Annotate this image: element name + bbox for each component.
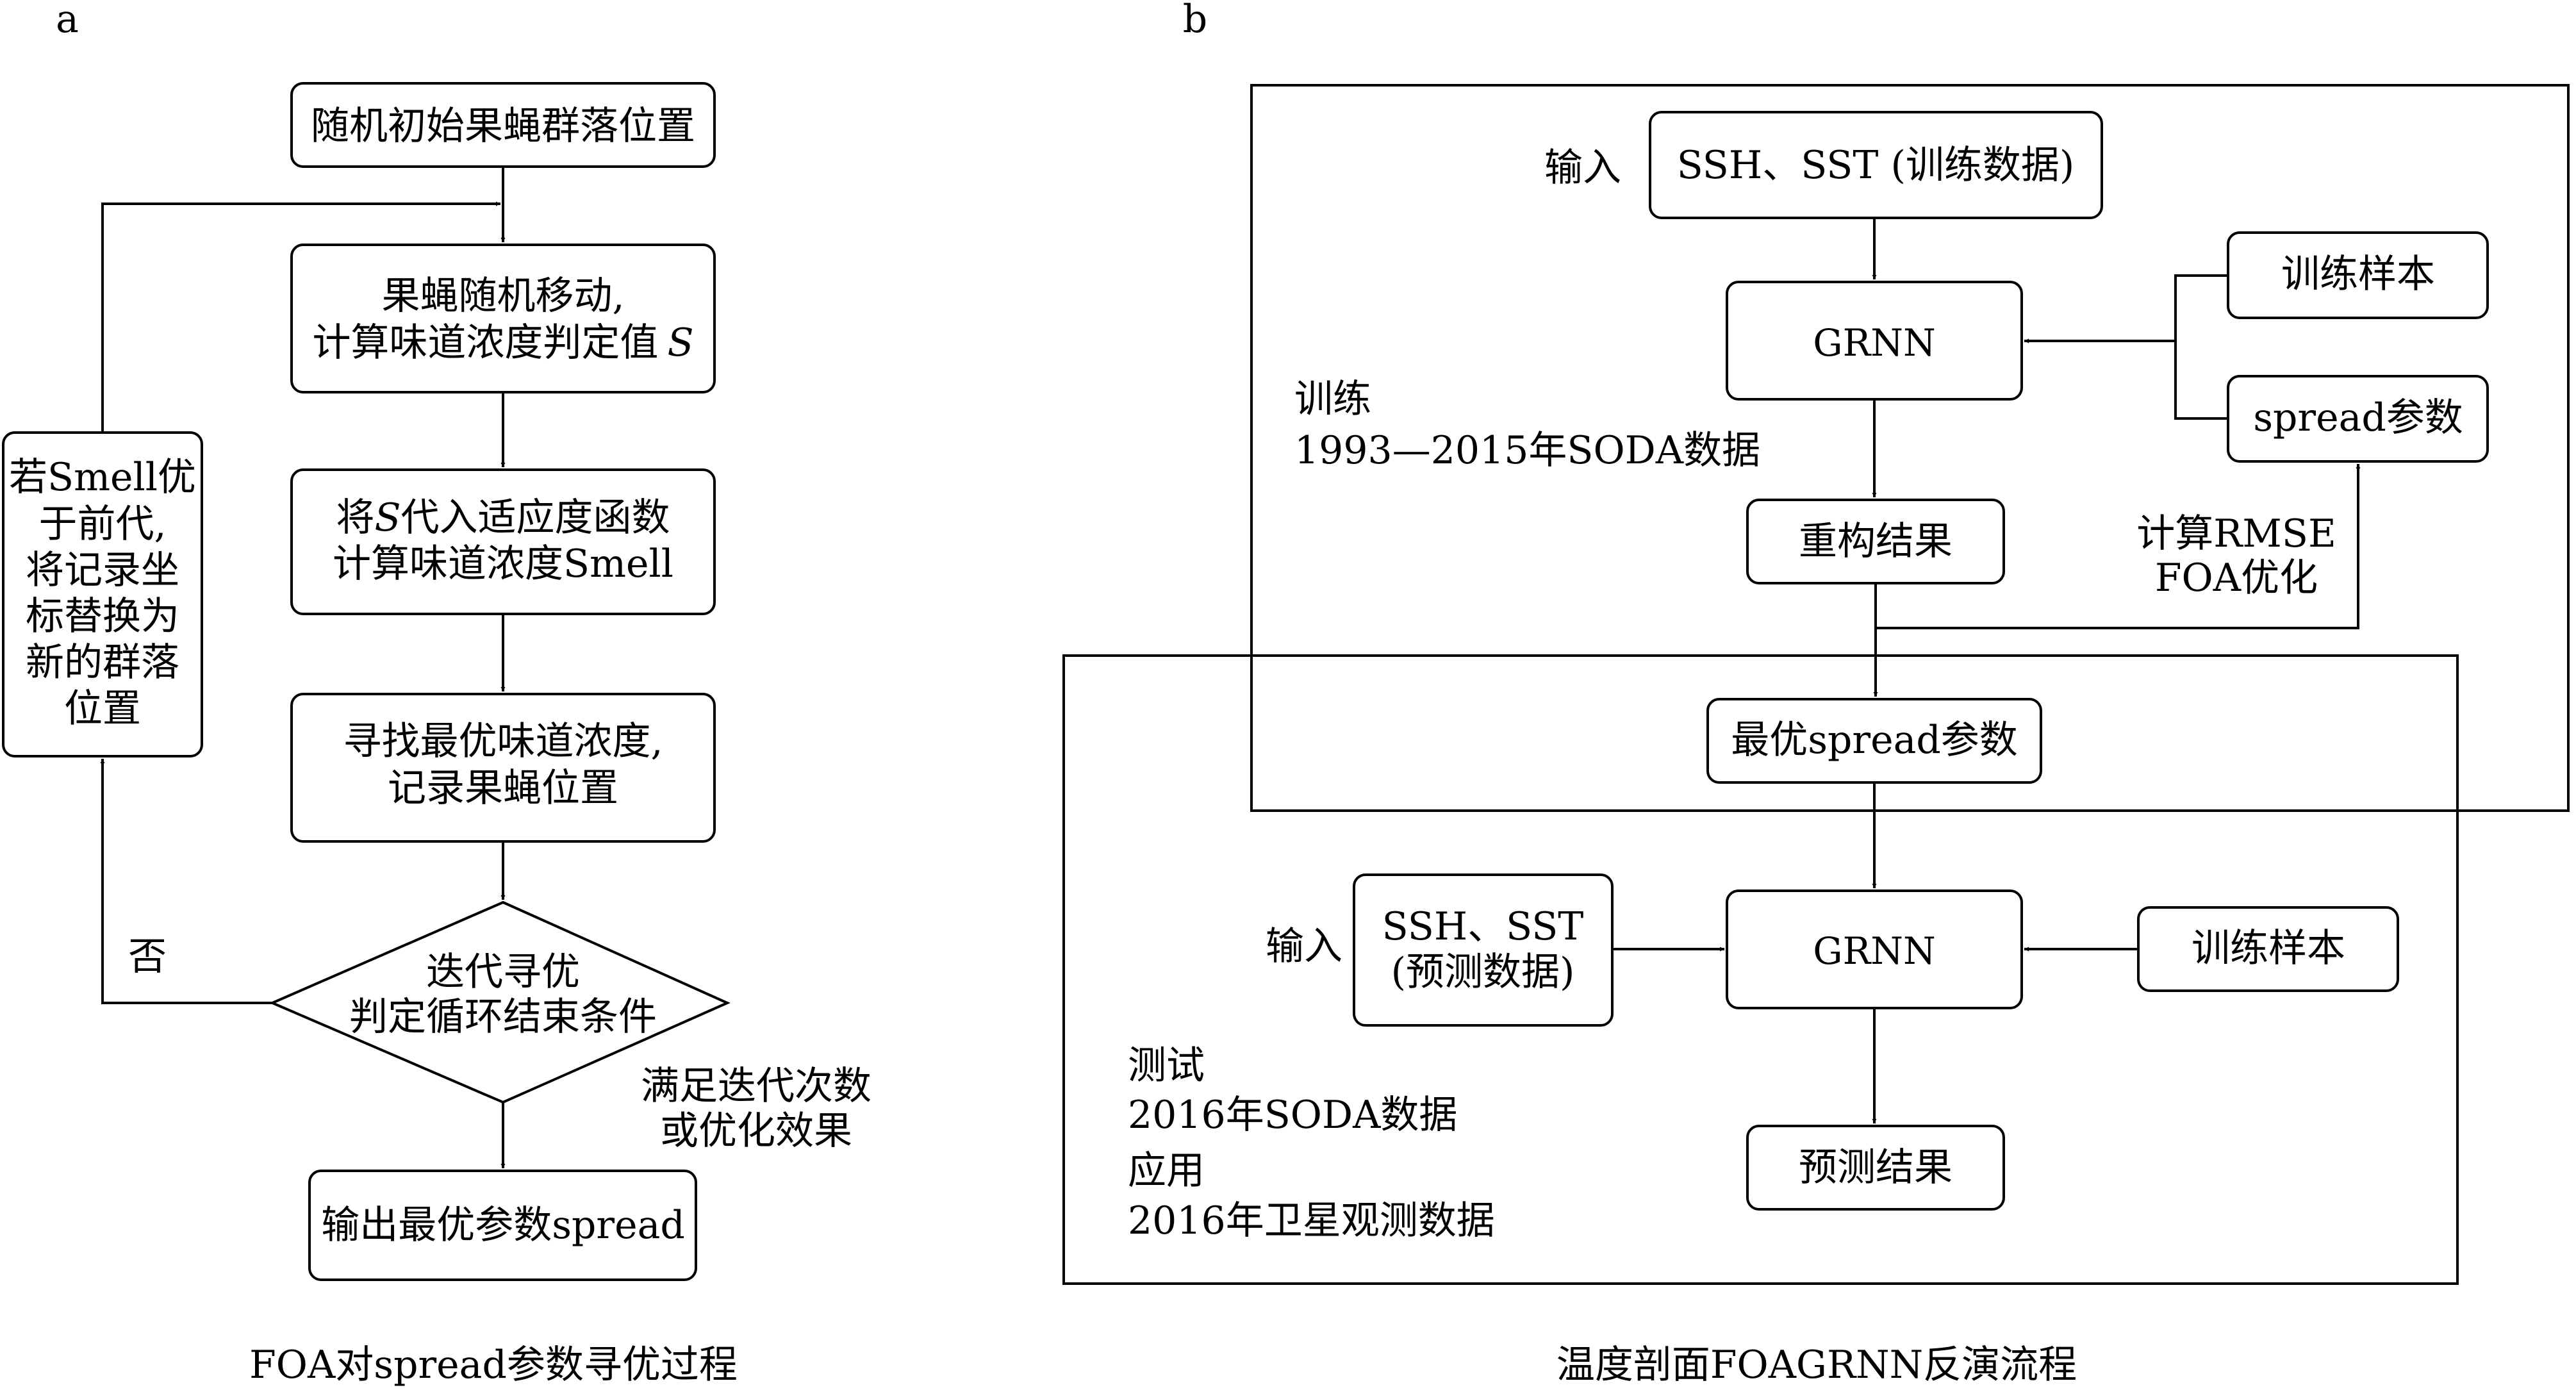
train-section-line2: 1993—2015年SODA数据	[1294, 428, 1760, 473]
test-line1: 测试	[1128, 1043, 1205, 1088]
yes-label-line2: 或优化效果	[660, 1109, 852, 1154]
bracket-samples-spread	[2174, 274, 2228, 420]
result-box	[1746, 1125, 2005, 1211]
panel-b-label: b	[1183, 0, 1207, 42]
panel-b-caption: 温度剖面FOAGRNN反演流程	[1556, 1343, 2077, 1387]
testing-frame	[1062, 654, 2459, 1285]
move-box	[290, 244, 716, 393]
test-samples-text: 训练样本	[2192, 926, 2345, 971]
side-line: 若Smell优	[9, 455, 196, 500]
output-text: 输出最优参数spread	[321, 1203, 685, 1248]
opt-line1: 计算RMSE	[2136, 511, 2336, 556]
fitness-text-line2: 计算味道浓度Smell	[333, 542, 673, 586]
train-input-label: 输入	[1544, 145, 1621, 190]
opt-line2: FOA优化	[2155, 556, 2318, 600]
side-line: 标替换为	[26, 594, 179, 639]
app-line2: 2016年卫星观测数据	[1128, 1198, 1495, 1243]
find-best-text-line2: 记录果蝇位置	[388, 766, 618, 811]
side-line: 位置	[64, 686, 141, 731]
train-input-text: SSH、SST (训练数据)	[1677, 143, 2075, 188]
test-line2: 2016年SODA数据	[1128, 1093, 1457, 1138]
training-frame	[1250, 84, 2570, 812]
test-input-line2: (预测数据)	[1391, 950, 1575, 995]
arrow-recon-spread	[1874, 464, 2361, 629]
no-label: 否	[128, 934, 167, 979]
output-box	[308, 1170, 697, 1281]
side-line: 于前代,	[38, 502, 166, 547]
train-input-box	[1649, 111, 2103, 219]
recon-text: 重构结果	[1799, 519, 1953, 564]
test-input-line1: SSH、SST	[1382, 904, 1584, 949]
move-text-line1: 果蝇随机移动,	[381, 274, 624, 319]
decision-text-line1: 迭代寻优	[426, 950, 580, 995]
side-line: 新的群落	[26, 640, 179, 685]
app-line1: 应用	[1128, 1148, 1205, 1193]
test-input-label: 输入	[1266, 924, 1342, 969]
panel-a-caption: FOA对spread参数寻优过程	[249, 1343, 738, 1387]
train-grnn-text: GRNN	[1813, 321, 1936, 365]
train-samples-text: 训练样本	[2281, 252, 2435, 297]
fitness-text-line1: 将S代入适应度函数	[336, 495, 670, 540]
init-text: 随机初始果蝇群落位置	[311, 104, 695, 149]
decision-text-line2: 判定循环结束条件	[349, 995, 657, 1039]
panel-a-label: a	[56, 0, 79, 42]
best-spread-text: 最优spread参数	[1731, 718, 2018, 763]
yes-label-line1: 满足迭代次数	[641, 1064, 871, 1109]
result-text: 预测结果	[1799, 1145, 1953, 1190]
arrow-no-branch	[100, 759, 272, 1004]
spread-param-text: spread参数	[2253, 395, 2463, 440]
side-update-text: 若Smell优 于前代, 将记录坐 标替换为 新的群落 位置	[9, 455, 196, 731]
side-line: 将记录坐	[26, 548, 179, 593]
arrow-loop-back	[101, 201, 500, 433]
find-best-text-line1: 寻找最优味道浓度,	[343, 719, 663, 764]
test-grnn-text: GRNN	[1813, 929, 1936, 973]
train-section-line1: 训练	[1294, 377, 1371, 422]
